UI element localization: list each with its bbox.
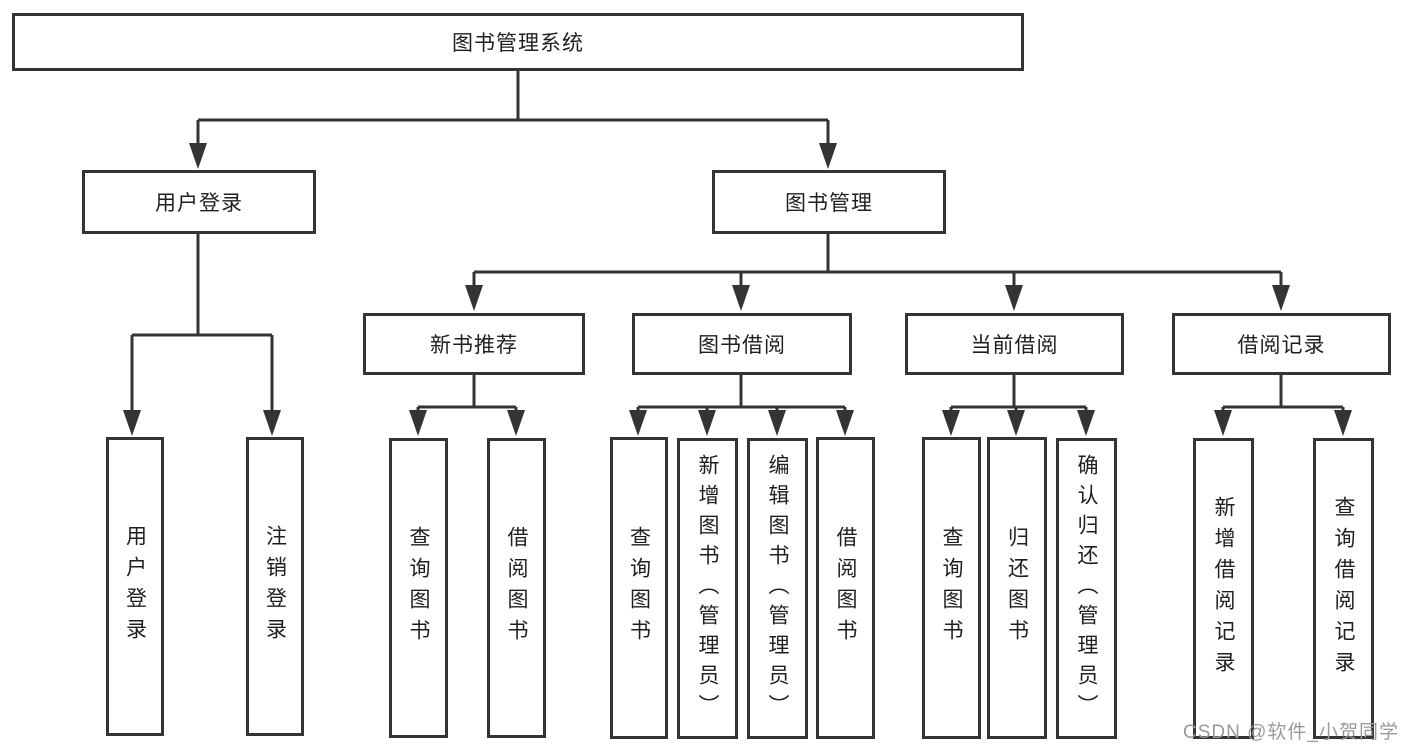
leaf-label: 借阅图书 [505, 526, 528, 650]
node-new-book-recommend: 新书推荐 [363, 313, 585, 375]
node-user-login: 用户登录 [82, 170, 316, 234]
leaf-label: 查询图书 [940, 526, 963, 650]
leaf-newbooks-borrow-books: 借阅图书 [487, 438, 546, 738]
leaf-records-query-record: 查询借阅记录 [1313, 438, 1374, 739]
leaf-label: 查询借阅记录 [1332, 495, 1355, 682]
leaf-borrow-borrow-books: 借阅图书 [816, 437, 875, 739]
leaf-label: 编辑图书（管理员） [766, 453, 789, 724]
leaf-label: 借阅图书 [834, 526, 857, 650]
arrowheads [123, 143, 1352, 436]
leaf-logout: 注销登录 [246, 437, 304, 736]
leaf-current-confirm-return-admin: 确认归还（管理员） [1056, 438, 1117, 739]
leaf-label: 新增图书（管理员） [696, 453, 719, 724]
leaf-current-return-books: 归还图书 [987, 437, 1047, 739]
leaf-user-login: 用户登录 [106, 437, 164, 736]
leaf-label: 归还图书 [1005, 526, 1029, 650]
leaf-label: 新增借阅记录 [1212, 495, 1235, 682]
leaf-label: 注销登录 [263, 524, 287, 649]
leaf-borrow-query-books: 查询图书 [610, 437, 668, 739]
leaf-newbooks-query-books: 查询图书 [389, 438, 448, 738]
node-book-borrow: 图书借阅 [632, 313, 852, 375]
node-book-management: 图书管理 [712, 170, 946, 234]
leaf-borrow-edit-books-admin: 编辑图书（管理员） [747, 438, 808, 739]
leaf-records-add-record: 新增借阅记录 [1193, 438, 1254, 739]
node-current-borrow: 当前借阅 [905, 313, 1124, 375]
leaf-current-query-books: 查询图书 [922, 437, 981, 739]
node-borrow-records: 借阅记录 [1172, 313, 1391, 375]
leaf-label: 查询图书 [407, 526, 430, 650]
leaf-borrow-add-books-admin: 新增图书（管理员） [677, 438, 738, 739]
leaf-label: 确认归还（管理员） [1075, 453, 1098, 724]
csdn-watermark: CSDN @软件_小贺同学 [1183, 722, 1399, 743]
leaf-label: 查询图书 [627, 526, 651, 650]
node-root-system: 图书管理系统 [12, 13, 1024, 71]
leaf-label: 用户登录 [123, 524, 147, 649]
